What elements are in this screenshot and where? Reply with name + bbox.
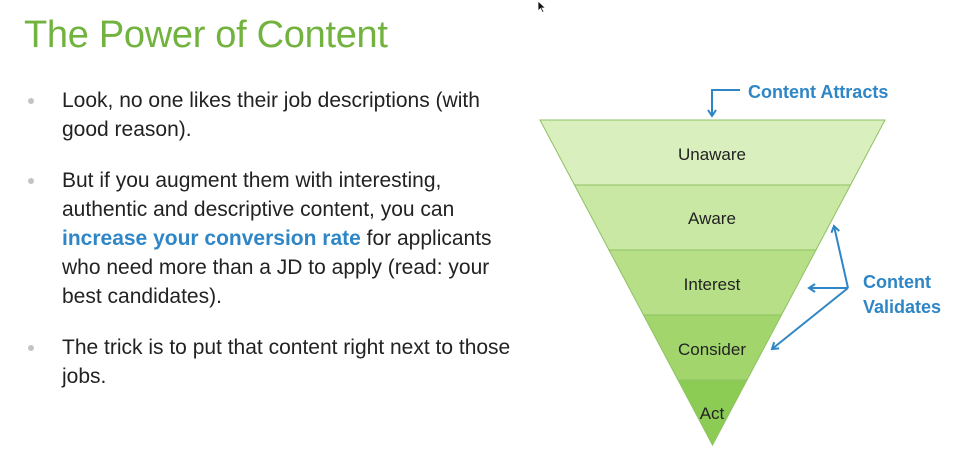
mouse-cursor-icon	[537, 0, 547, 14]
callout-validates-line1: Content	[863, 272, 931, 292]
bullet-item: The trick is to put that content right n…	[28, 333, 518, 391]
bullet-dot-icon	[28, 345, 34, 351]
funnel-stage-unaware: Unaware	[539, 119, 886, 186]
bullet-item: But if you augment them with interesting…	[28, 166, 518, 311]
bullet-dot-icon	[28, 178, 34, 184]
bullet-text: But if you augment them with interesting…	[62, 169, 455, 221]
callout-attracts: Content Attracts	[748, 82, 888, 102]
stage-label: Act	[700, 404, 725, 423]
funnel-stage-aware: Aware	[573, 184, 852, 251]
arrow-to-aware-icon	[830, 224, 849, 289]
arrow-to-consider-icon	[770, 287, 849, 351]
bullet-text: for applicants who need more than a JD t…	[62, 227, 492, 308]
stage-label: Consider	[678, 340, 746, 359]
arrow-down-icon	[707, 89, 740, 118]
funnel-stage-act: Act	[677, 379, 748, 447]
slide-title: The Power of Content	[24, 14, 388, 56]
funnel-stage-interest: Interest	[608, 249, 817, 316]
bullet-dot-icon	[28, 98, 34, 104]
bullet-highlight: increase your conversion rate	[62, 227, 361, 250]
content-attracts-callout: Content Attracts	[707, 82, 888, 118]
stage-label: Aware	[688, 209, 736, 228]
stage-label: Interest	[684, 275, 741, 294]
bullet-list: Look, no one likes their job description…	[28, 86, 518, 413]
bullet-text: Look, no one likes their job description…	[62, 89, 480, 141]
funnel-stage-consider: Consider	[642, 314, 783, 381]
callout-validates-line2: Validates	[863, 297, 941, 317]
content-validates-callout: Content Validates	[770, 224, 941, 351]
stage-label: Unaware	[678, 145, 746, 164]
bullet-text: The trick is to put that content right n…	[62, 336, 511, 388]
bullet-item: Look, no one likes their job description…	[28, 86, 518, 144]
